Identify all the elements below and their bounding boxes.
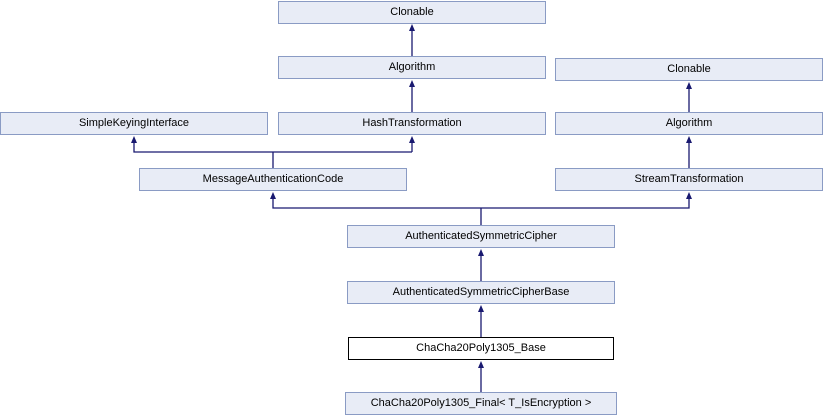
class-node-clonable-right[interactable]: Clonable — [555, 58, 823, 81]
class-node-algorithm-center[interactable]: Algorithm — [278, 56, 546, 79]
arrowhead — [409, 24, 415, 31]
class-node-stream-transformation[interactable]: StreamTransformation — [555, 168, 823, 191]
class-node-simple-keying-interface[interactable]: SimpleKeyingInterface — [0, 112, 268, 135]
edge-mac-branch — [133, 142, 413, 168]
arrowhead — [409, 136, 415, 143]
arrowhead — [686, 136, 692, 143]
arrowhead — [686, 192, 692, 199]
class-node-chacha20poly1305-final[interactable]: ChaCha20Poly1305_Final< T_IsEncryption > — [345, 392, 617, 415]
arrowhead — [478, 305, 484, 312]
class-node-algorithm-right[interactable]: Algorithm — [555, 112, 823, 135]
arrowhead — [478, 361, 484, 368]
class-node-chacha20poly1305-base: ChaCha20Poly1305_Base — [348, 337, 614, 360]
arrowhead — [409, 80, 415, 87]
class-node-message-authentication-code[interactable]: MessageAuthenticationCode — [139, 168, 407, 191]
edge-asc-branch — [272, 198, 690, 225]
arrowhead — [478, 249, 484, 256]
arrowhead — [686, 82, 692, 89]
arrowhead — [270, 192, 276, 199]
class-node-clonable-top[interactable]: Clonable — [278, 1, 546, 24]
class-node-authenticated-symmetric-cipher-base[interactable]: AuthenticatedSymmetricCipherBase — [347, 281, 615, 304]
arrowhead — [131, 136, 137, 143]
class-node-hash-transformation[interactable]: HashTransformation — [278, 112, 546, 135]
class-node-authenticated-symmetric-cipher[interactable]: AuthenticatedSymmetricCipher — [347, 225, 615, 248]
